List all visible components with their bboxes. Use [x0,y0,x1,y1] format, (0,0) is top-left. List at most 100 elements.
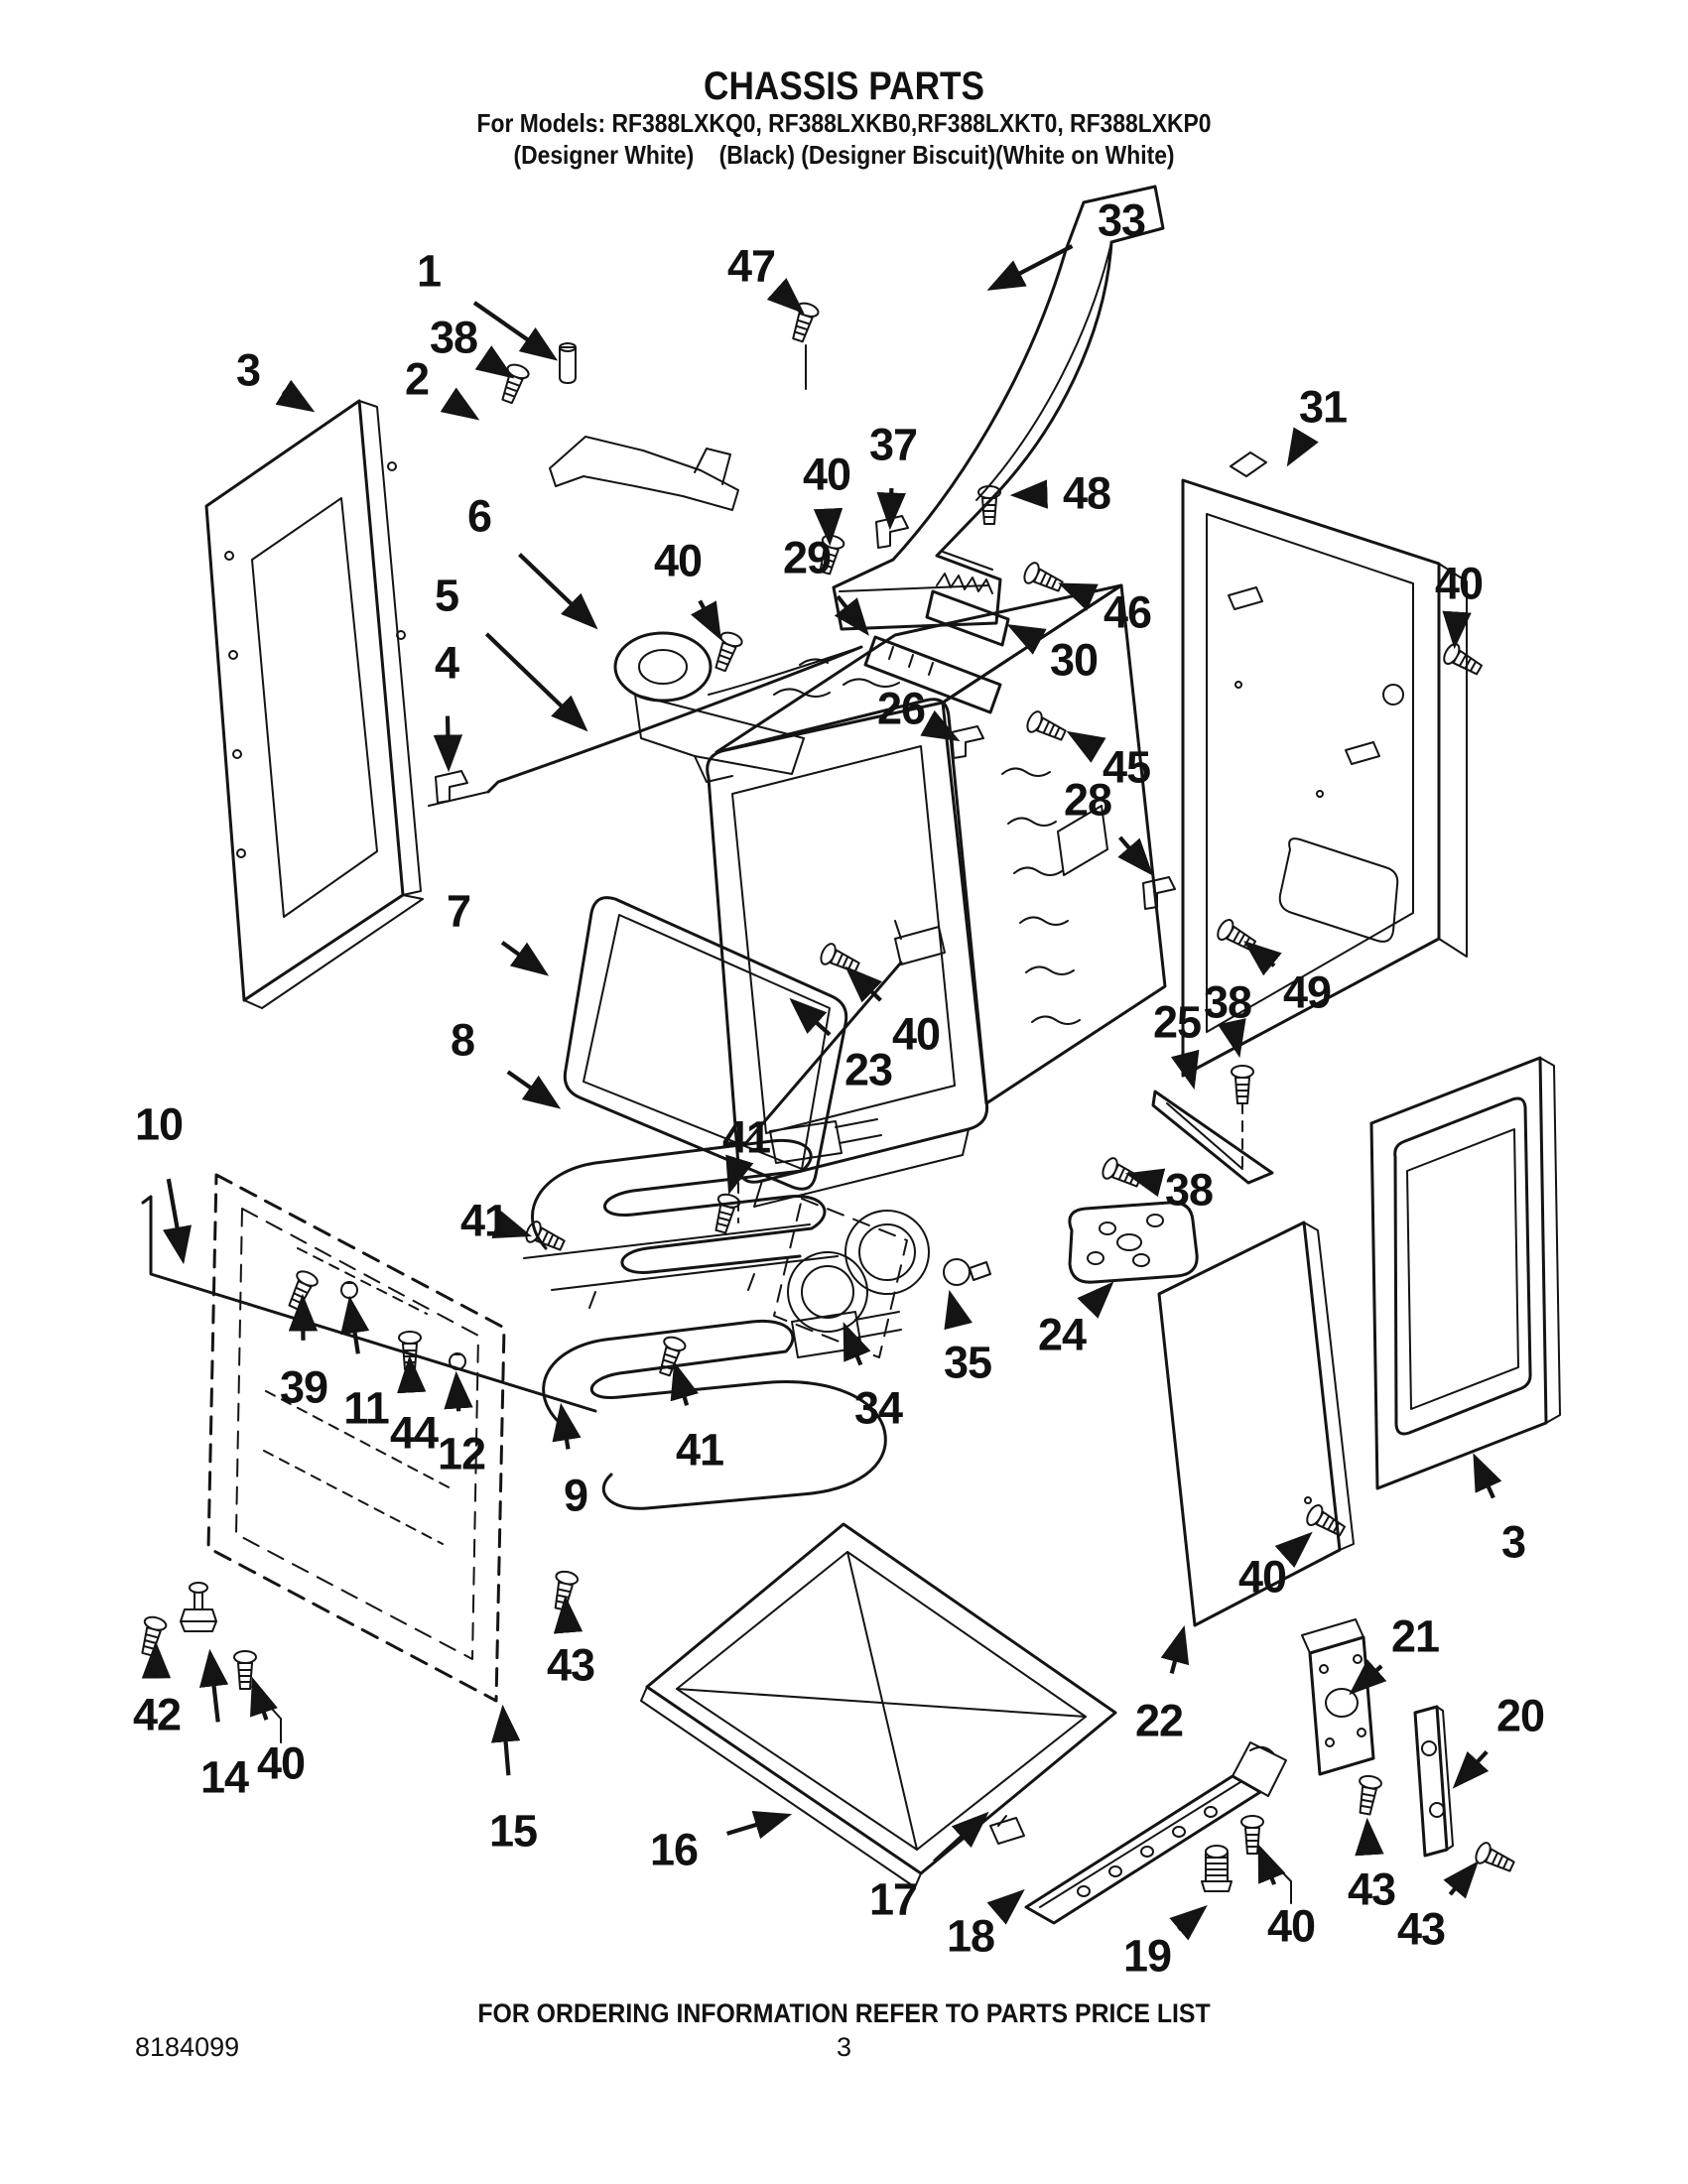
callout-arrow-11 [340,1295,370,1354]
callout-arrow-3 [1473,1453,1502,1499]
callout-arrow-17 [932,1811,989,1863]
callout-49: 49 [1282,966,1332,1018]
callout-28: 28 [1063,774,1112,826]
fastener-screw [1026,710,1067,741]
callout-arrow-7 [500,941,550,976]
callout-34: 34 [853,1382,903,1434]
part-bake-element [542,1311,902,1510]
part-light-assembly [773,1198,930,1358]
callout-38: 38 [429,312,478,363]
callout-3: 3 [235,344,261,396]
footer-note: FOR ORDERING INFORMATION REFER TO PARTS … [477,1998,1211,2028]
callout-3: 3 [1500,1516,1526,1568]
callout-43: 43 [1396,1903,1446,1955]
callout-47: 47 [726,240,776,292]
callout-arrow-40 [1274,1531,1313,1568]
document-number: 8184099 [135,2032,240,2062]
fastener-screw [819,534,845,576]
callout-33: 33 [1097,194,1146,246]
callout-23: 23 [844,1044,893,1095]
callout-arrow-41 [670,1360,699,1406]
callout-arrow-3 [275,379,316,413]
callout-37: 37 [868,419,918,470]
callout-46: 46 [1103,586,1152,638]
part-top-bracket [549,436,739,511]
part-broil-element [523,1118,882,1309]
callout-40: 40 [1237,1551,1287,1603]
callout-6: 6 [466,490,492,542]
callout-arrow-44 [397,1354,427,1394]
fastener-screw [1306,1504,1347,1537]
page-number: 3 [836,2032,852,2062]
callout-arrow-38 [1217,1018,1246,1059]
callout-5: 5 [434,570,459,621]
callout-38: 38 [1164,1164,1214,1216]
part-drawer-glide [1024,1741,1287,1925]
fastener-screw [233,1650,257,1690]
part-receptacle-block [925,573,1010,647]
part-oven-door-left [206,1173,506,1703]
callout-26: 26 [876,683,926,734]
part-vent-duct [832,185,1165,631]
callout-12: 12 [437,1428,486,1479]
callout-arrow-28 [1117,835,1154,876]
part-back-panel [1181,451,1468,1078]
page-title: CHASSIS PARTS [704,64,984,108]
fastener-screw [1231,1065,1254,1104]
callout-arrow-43 [1355,1817,1384,1857]
callout-45: 45 [1102,741,1151,793]
callout-4: 4 [434,637,459,689]
callout-21: 21 [1390,1610,1440,1662]
fastener-screw [792,302,820,343]
fastener-screw [1023,562,1064,592]
callout-arrow-25 [1170,1049,1200,1091]
part-drawer-clip [989,1815,1025,1845]
callout-arrow-5 [484,632,588,732]
callout-arrow-45 [1066,730,1106,763]
callout-arrow-12 [444,1370,473,1412]
callout-41: 41 [675,1424,724,1476]
callout-arrow-1 [472,301,559,361]
callout-43: 43 [1347,1863,1396,1915]
callout-9: 9 [563,1470,588,1521]
callout-17: 17 [868,1873,918,1925]
fastener-leg [180,1582,217,1632]
fastener-screw [820,943,860,973]
fastener-button [340,1281,358,1299]
callout-41: 41 [721,1111,771,1163]
callout-40: 40 [802,449,851,500]
callout-arrow-2 [440,387,480,421]
callout-arrow-39 [288,1293,319,1341]
fastener-clip [1142,876,1176,910]
callout-arrow-35 [944,1289,973,1331]
leader-lines [251,344,1292,1904]
fastener-screw [1240,1815,1264,1855]
callout-arrow-19 [1169,1904,1208,1941]
part-hinge-bracket [1301,1618,1375,1776]
callout-41: 41 [459,1195,509,1246]
callout-19: 19 [1122,1930,1172,1982]
callout-8: 8 [450,1014,475,1066]
part-bottom-panel [640,1522,1117,1888]
callout-arrow-38 [1124,1168,1166,1198]
callout-18: 18 [946,1910,995,1962]
callout-arrow-40 [691,599,722,641]
callout-48: 48 [1062,467,1111,519]
callout-40: 40 [1434,558,1484,609]
callout-arrow-14 [198,1648,229,1723]
part-hinge-shim [1413,1705,1454,1858]
part-oven-door-right [1369,1056,1561,1490]
callout-arrow-31 [1286,427,1319,467]
callout-11: 11 [343,1382,390,1434]
fastener-button [449,1352,466,1370]
callout-10: 10 [134,1098,184,1150]
part-antitip-bracket [1151,1090,1274,1185]
callout-arrow-4 [433,715,463,773]
callout-arrow-18 [986,1888,1025,1925]
callout-arrow-38 [474,345,515,379]
callout-44: 44 [389,1407,439,1459]
callout-20: 20 [1495,1690,1545,1741]
callout-arrow-29 [834,594,869,636]
callout-15: 15 [488,1805,538,1857]
